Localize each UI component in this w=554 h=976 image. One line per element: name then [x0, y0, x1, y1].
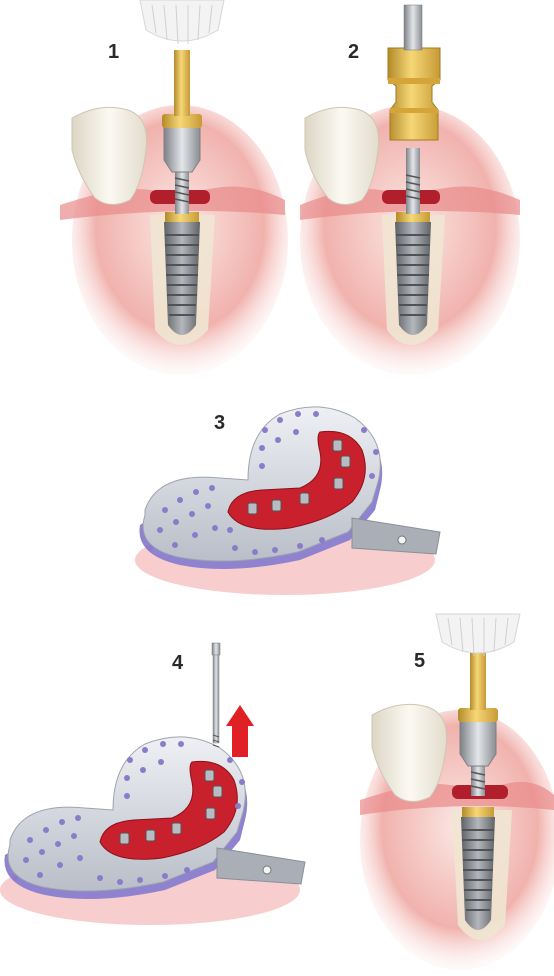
step-number-3: 3: [214, 412, 225, 435]
step-number-5: 5: [414, 650, 425, 673]
upward-arrow-icon: [226, 705, 254, 757]
step-4-illustration: [0, 643, 305, 925]
step-number-4: 4: [172, 652, 183, 675]
step-5-illustration: [360, 614, 554, 970]
step-3-illustration: [135, 407, 440, 595]
step-2-illustration: [300, 5, 520, 375]
step-number-1: 1: [108, 41, 119, 64]
step-number-2: 2: [348, 41, 359, 64]
step-1-illustration: [60, 0, 288, 375]
